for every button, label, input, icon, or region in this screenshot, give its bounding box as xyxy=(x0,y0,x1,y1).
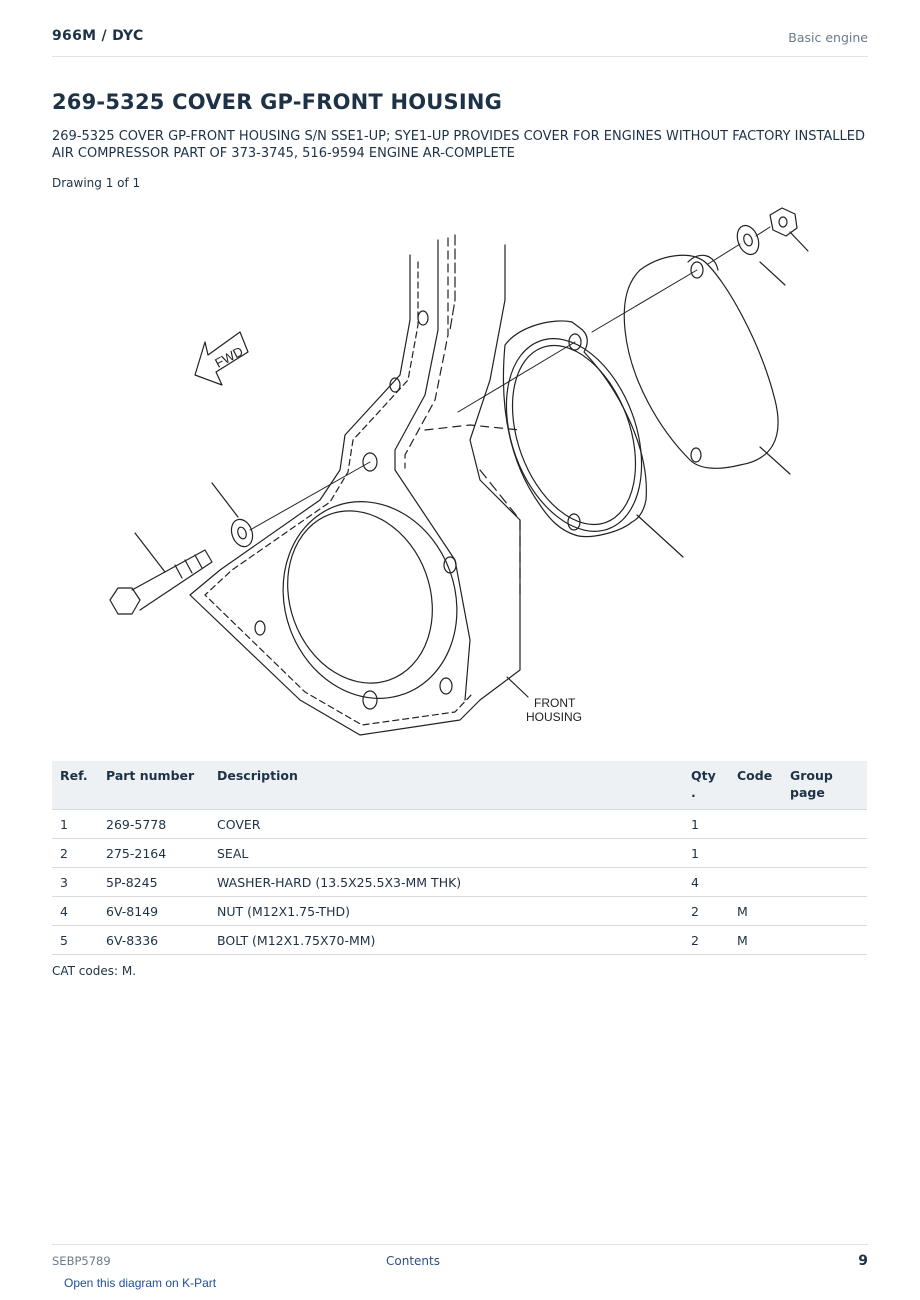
cell-description: NUT (M12X1.75-THD) xyxy=(209,896,683,926)
header-code: Code xyxy=(729,761,782,810)
table-row: 1 269-5778 COVER 1 xyxy=(52,809,867,839)
contents-link[interactable]: Contents xyxy=(386,1254,440,1268)
section-name: Basic engine xyxy=(788,30,868,45)
cell-code xyxy=(729,809,782,839)
group-description: 269-5325 COVER GP-FRONT HOUSING S/N SSE1… xyxy=(52,129,866,161)
housing-outline xyxy=(189,244,521,736)
cell-ref: 4 xyxy=(52,896,98,926)
cell-part-number: 269-5778 xyxy=(98,809,209,839)
cell-description: BOLT (M12X1.75X70-MM) xyxy=(209,925,683,955)
parts-diagram: FWD FRONT HOUSING xyxy=(109,207,809,736)
table-row: 2 275-2164 SEAL 1 xyxy=(52,838,867,868)
parts-table: Ref. Part number Description Qty. Code G… xyxy=(52,761,867,955)
cell-code xyxy=(729,867,782,897)
cell-ref: 2 xyxy=(52,838,98,868)
cell-part-number: 6V-8149 xyxy=(98,896,209,926)
header-ref: Ref. xyxy=(52,761,98,810)
cell-ref: 1 xyxy=(52,809,98,839)
cell-group xyxy=(782,809,867,839)
cell-code xyxy=(729,838,782,868)
callout-front: FRONT xyxy=(534,696,576,710)
page-footer: SEBP5789 Contents 9 xyxy=(52,1244,868,1275)
cell-part-number: 5P-8245 xyxy=(98,867,209,897)
cell-qty: 4 xyxy=(683,867,729,897)
header-description: Description xyxy=(209,761,683,810)
header-part-number: Part number xyxy=(98,761,209,810)
cell-group xyxy=(782,838,867,868)
callout-housing: HOUSING xyxy=(526,710,582,724)
table-row: 3 5P-8245 WASHER-HARD (13.5X25.5X3-MM TH… xyxy=(52,867,867,897)
table-row: 5 6V-8336 BOLT (M12X1.75X70-MM) 2 M xyxy=(52,925,867,955)
cell-code: M xyxy=(729,925,782,955)
cell-description: WASHER-HARD (13.5X25.5X3-MM THK) xyxy=(209,867,683,897)
page-header: 966M / DYC Basic engine xyxy=(52,28,868,57)
drawing-count: Drawing 1 of 1 xyxy=(52,176,141,190)
cell-part-number: 275-2164 xyxy=(98,838,209,868)
cell-group xyxy=(782,867,867,897)
table-header-row: Ref. Part number Description Qty. Code G… xyxy=(52,761,867,810)
page-title: 269-5325 COVER GP-FRONT HOUSING xyxy=(52,90,503,114)
page-number: 9 xyxy=(858,1253,868,1269)
cell-qty: 1 xyxy=(683,809,729,839)
cell-description: SEAL xyxy=(209,838,683,868)
cell-part-number: 6V-8336 xyxy=(98,925,209,955)
cell-code: M xyxy=(729,896,782,926)
cell-ref: 5 xyxy=(52,925,98,955)
cell-qty: 1 xyxy=(683,838,729,868)
machine-model: 966M / DYC xyxy=(52,28,144,44)
header-qty: Qty. xyxy=(683,761,729,810)
cat-codes-note: CAT codes: M. xyxy=(52,964,137,978)
kpart-link[interactable]: Open this diagram on K-Part xyxy=(64,1276,217,1290)
cell-group xyxy=(782,925,867,955)
document-id: SEBP5789 xyxy=(52,1254,111,1268)
cell-group xyxy=(782,896,867,926)
cell-ref: 3 xyxy=(52,867,98,897)
table-row: 4 6V-8149 NUT (M12X1.75-THD) 2 M xyxy=(52,896,867,926)
cell-qty: 2 xyxy=(683,925,729,955)
cell-qty: 2 xyxy=(683,896,729,926)
cell-description: COVER xyxy=(209,809,683,839)
